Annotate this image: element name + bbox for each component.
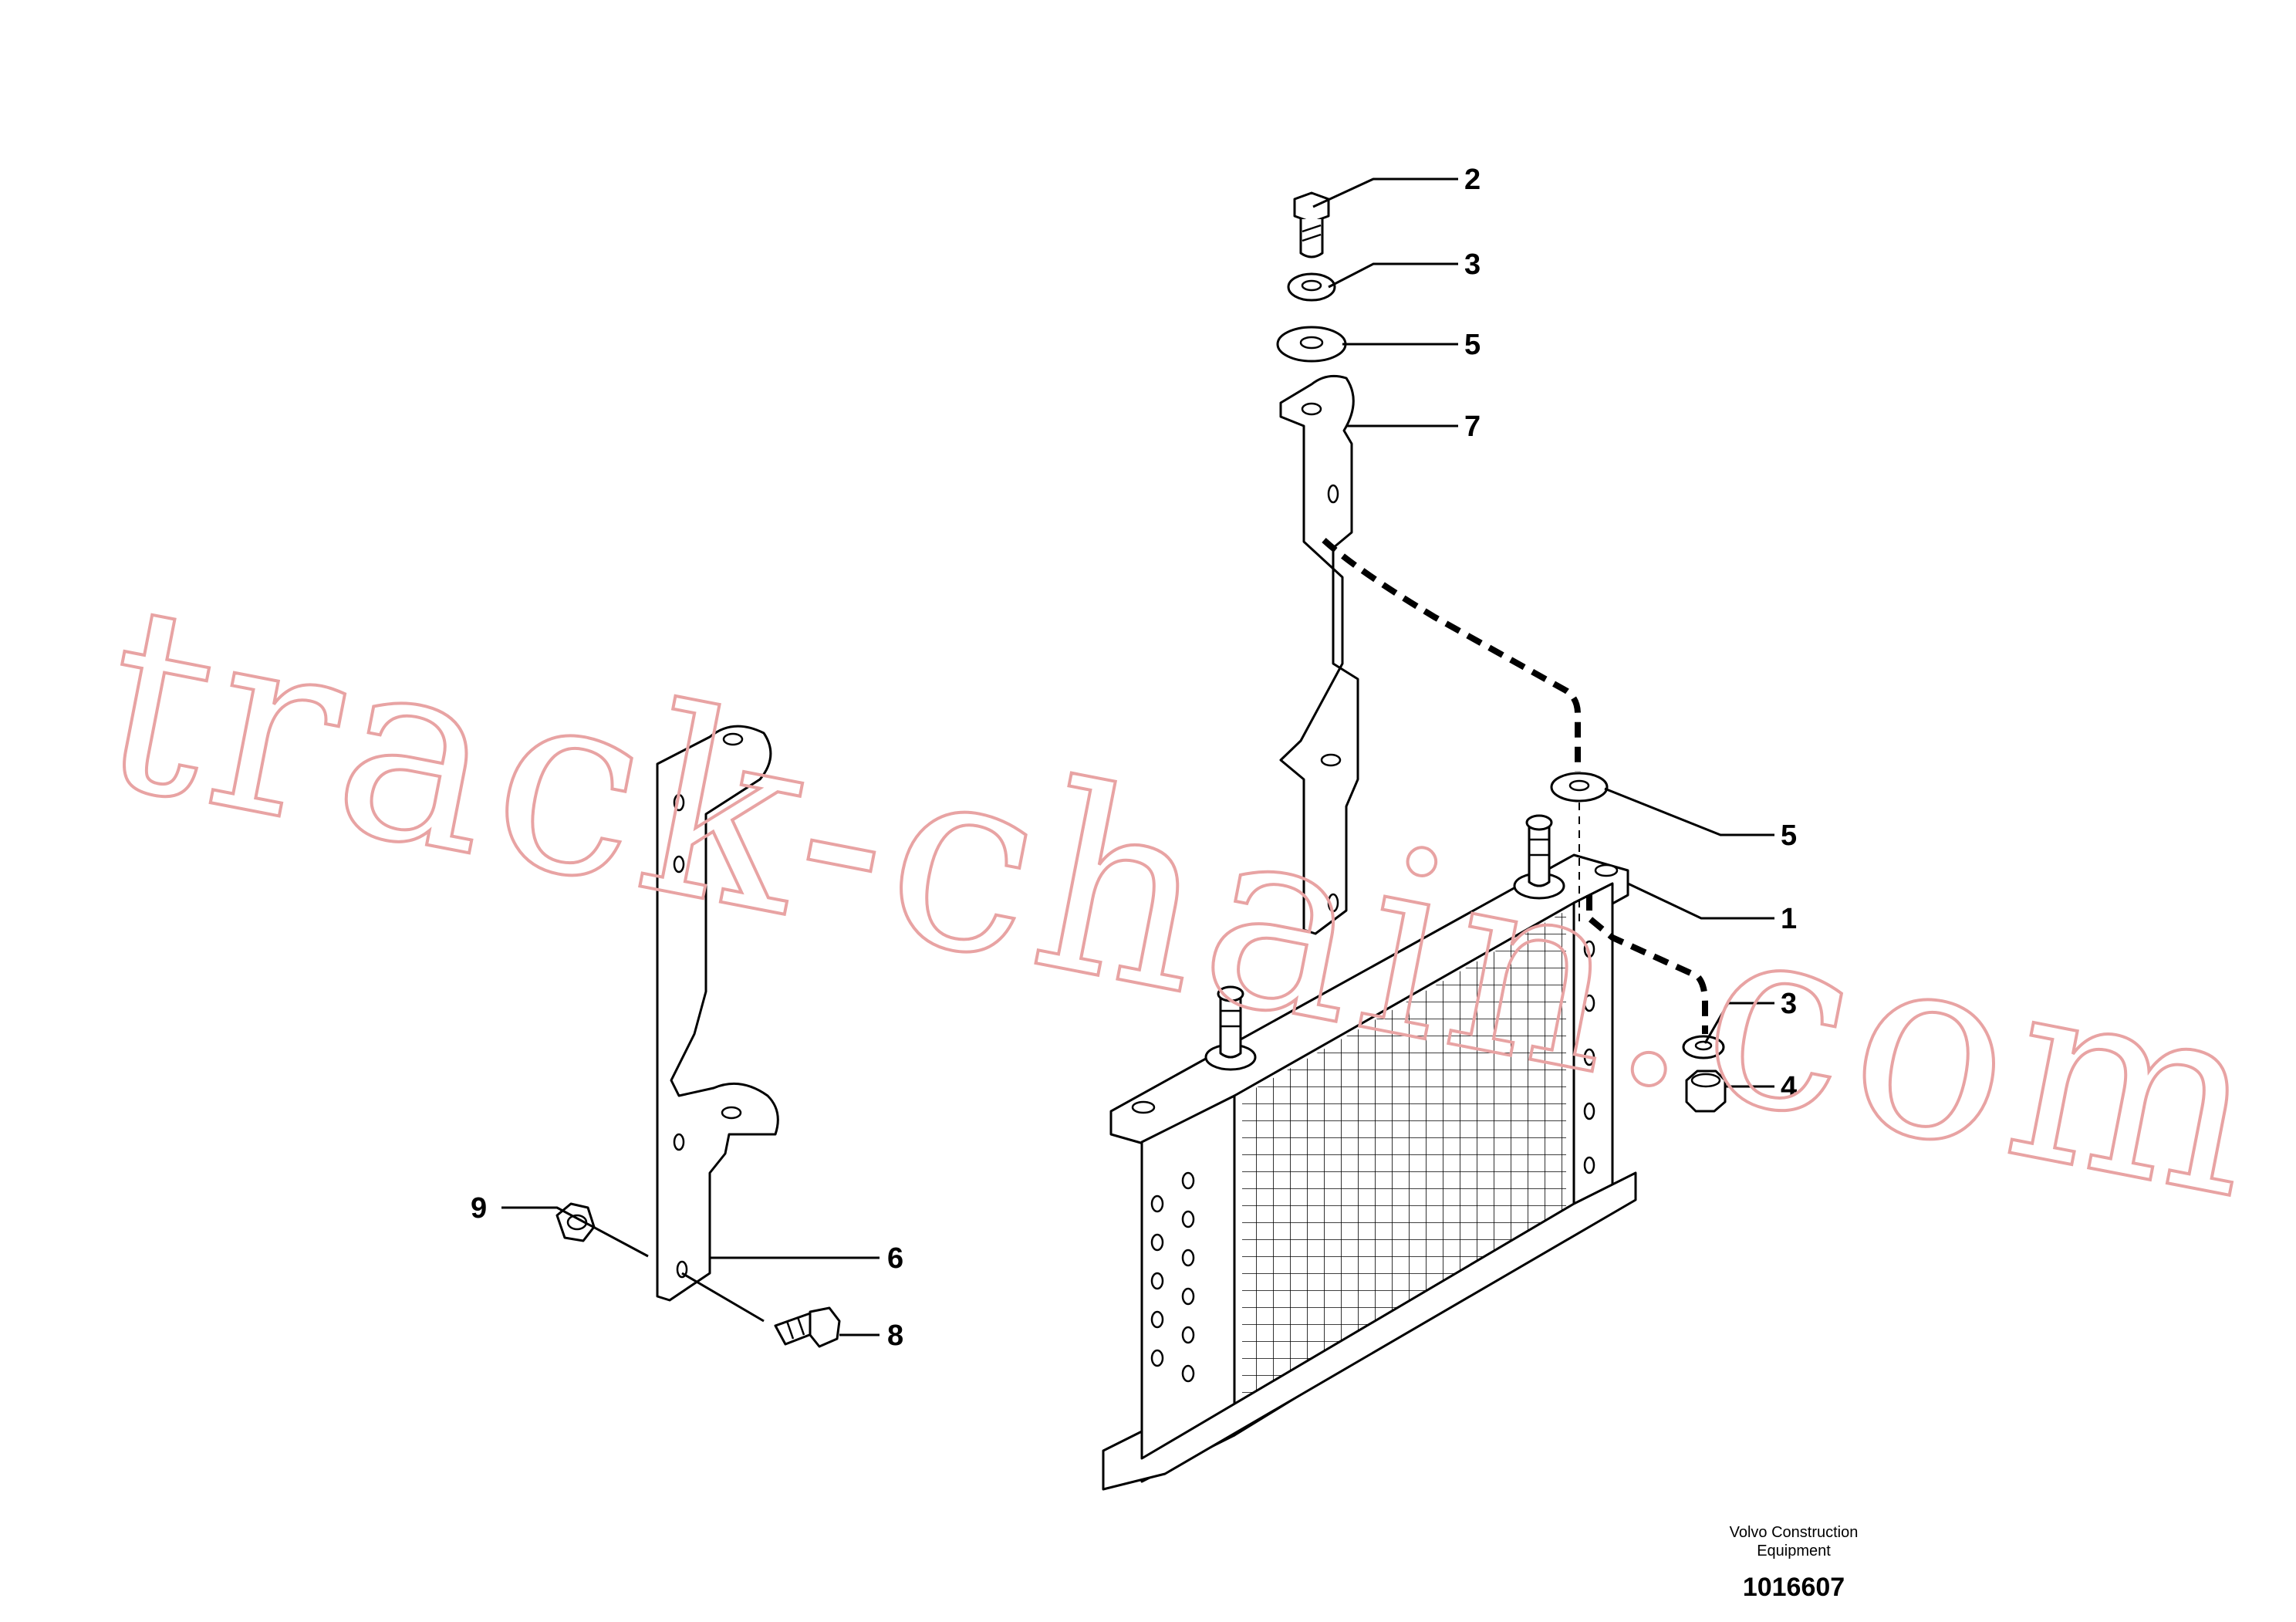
bolt-top [1293,191,1330,259]
leader-lines [501,177,1774,1336]
bracket-left [656,725,779,1302]
rubber-washer-top [1276,326,1347,363]
washer-right [1682,1035,1725,1059]
oil-cooler [1102,814,1637,1491]
nut-right [1685,1070,1727,1113]
callout-3-top: 3 [1464,248,1481,281]
callout-4: 4 [1781,1071,1797,1103]
document-number: 1016607 [1743,1573,1845,1602]
rubber-washer-right [1550,772,1609,803]
bolt-left [774,1306,841,1348]
callout-3-right: 3 [1781,988,1797,1020]
callout-6: 6 [887,1242,903,1275]
assembly-dashed-lines [1322,538,1708,1034]
cooler-holes [1131,863,1619,1383]
cooler-fitting-left [1204,985,1257,1071]
bracket-upper [1279,374,1359,935]
callout-5-right: 5 [1781,819,1797,852]
callouts: 2 3 5 7 5 1 3 4 9 6 8 [471,164,1797,1352]
callout-9: 9 [471,1192,487,1225]
callout-5-top: 5 [1464,329,1481,361]
callout-1: 1 [1781,903,1797,935]
callout-2: 2 [1464,164,1481,196]
callout-7: 7 [1464,411,1481,443]
cooler-fitting-right [1513,814,1565,900]
publisher-line-2: Equipment [1757,1543,1831,1559]
publisher-line-1: Volvo Construction [1730,1524,1859,1541]
callout-8: 8 [887,1320,903,1352]
washer-top [1287,272,1336,302]
